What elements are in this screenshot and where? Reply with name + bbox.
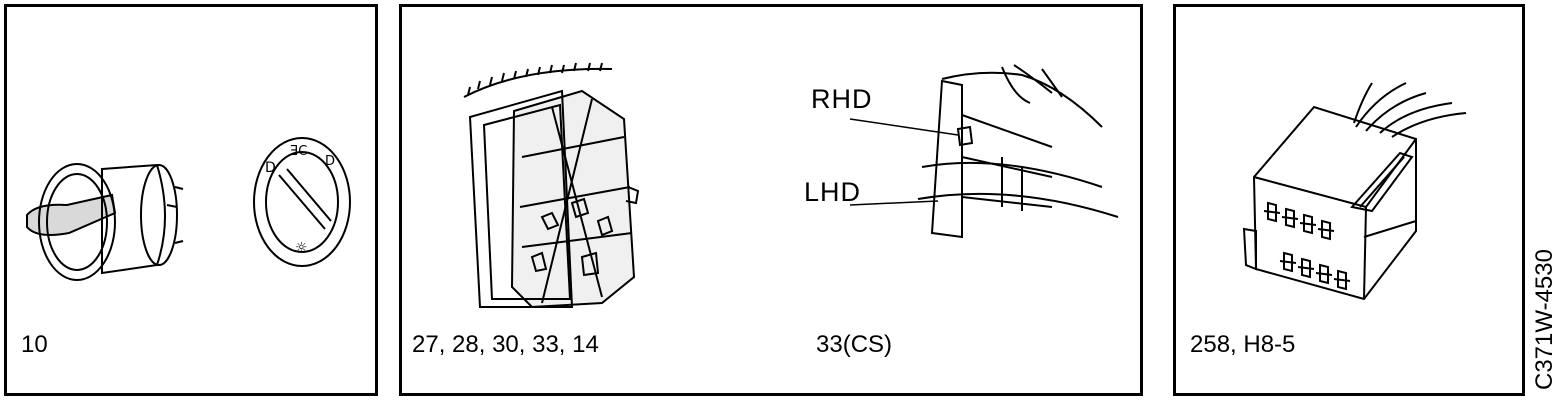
fuse-box-drawing (402, 7, 1146, 399)
connector-pins (1264, 203, 1350, 289)
switch-knob (27, 195, 115, 235)
fuse-panel-backplate (470, 91, 572, 307)
fuse-box-body (512, 91, 634, 307)
panel-fuse-box: RHD LHD 27, 28, 30, 33, 14 33(CS) (399, 4, 1143, 396)
light-switch-drawing: D ƎC D ☼ (7, 7, 381, 399)
panel-1-caption: 10 (21, 331, 48, 358)
connector-housing (1254, 107, 1416, 299)
panel-2-caption-right: 33(CS) (816, 331, 893, 358)
dash-outline (918, 73, 1118, 217)
lhd-leader (850, 201, 938, 205)
connector-latch (1352, 153, 1412, 211)
panel-connector: 258, H8-5 (1173, 4, 1525, 396)
switch-body (102, 165, 165, 273)
fuse-location-marker (958, 127, 972, 145)
connector-drawing (1176, 7, 1528, 399)
panel-light-switch: D ƎC D ☼ 10 (4, 4, 378, 396)
svg-text:ƎC: ƎC (290, 144, 307, 159)
switch-faceplate (254, 138, 350, 266)
rhd-leader (850, 119, 958, 135)
dash-panel (932, 81, 1052, 237)
panel-3-caption: 258, H8-5 (1190, 331, 1296, 358)
faceplate-knob-slot (279, 169, 331, 229)
rhd-label: RHD (811, 84, 873, 114)
connector-wires (1354, 83, 1466, 137)
svg-text:D: D (265, 160, 276, 176)
lhd-label: LHD (804, 177, 862, 207)
figure-code: C371W-4530 (1531, 249, 1558, 390)
svg-text:☼: ☼ (295, 240, 308, 256)
svg-text:D: D (325, 154, 335, 169)
panel-2-caption-left: 27, 28, 30, 33, 14 (412, 331, 599, 358)
